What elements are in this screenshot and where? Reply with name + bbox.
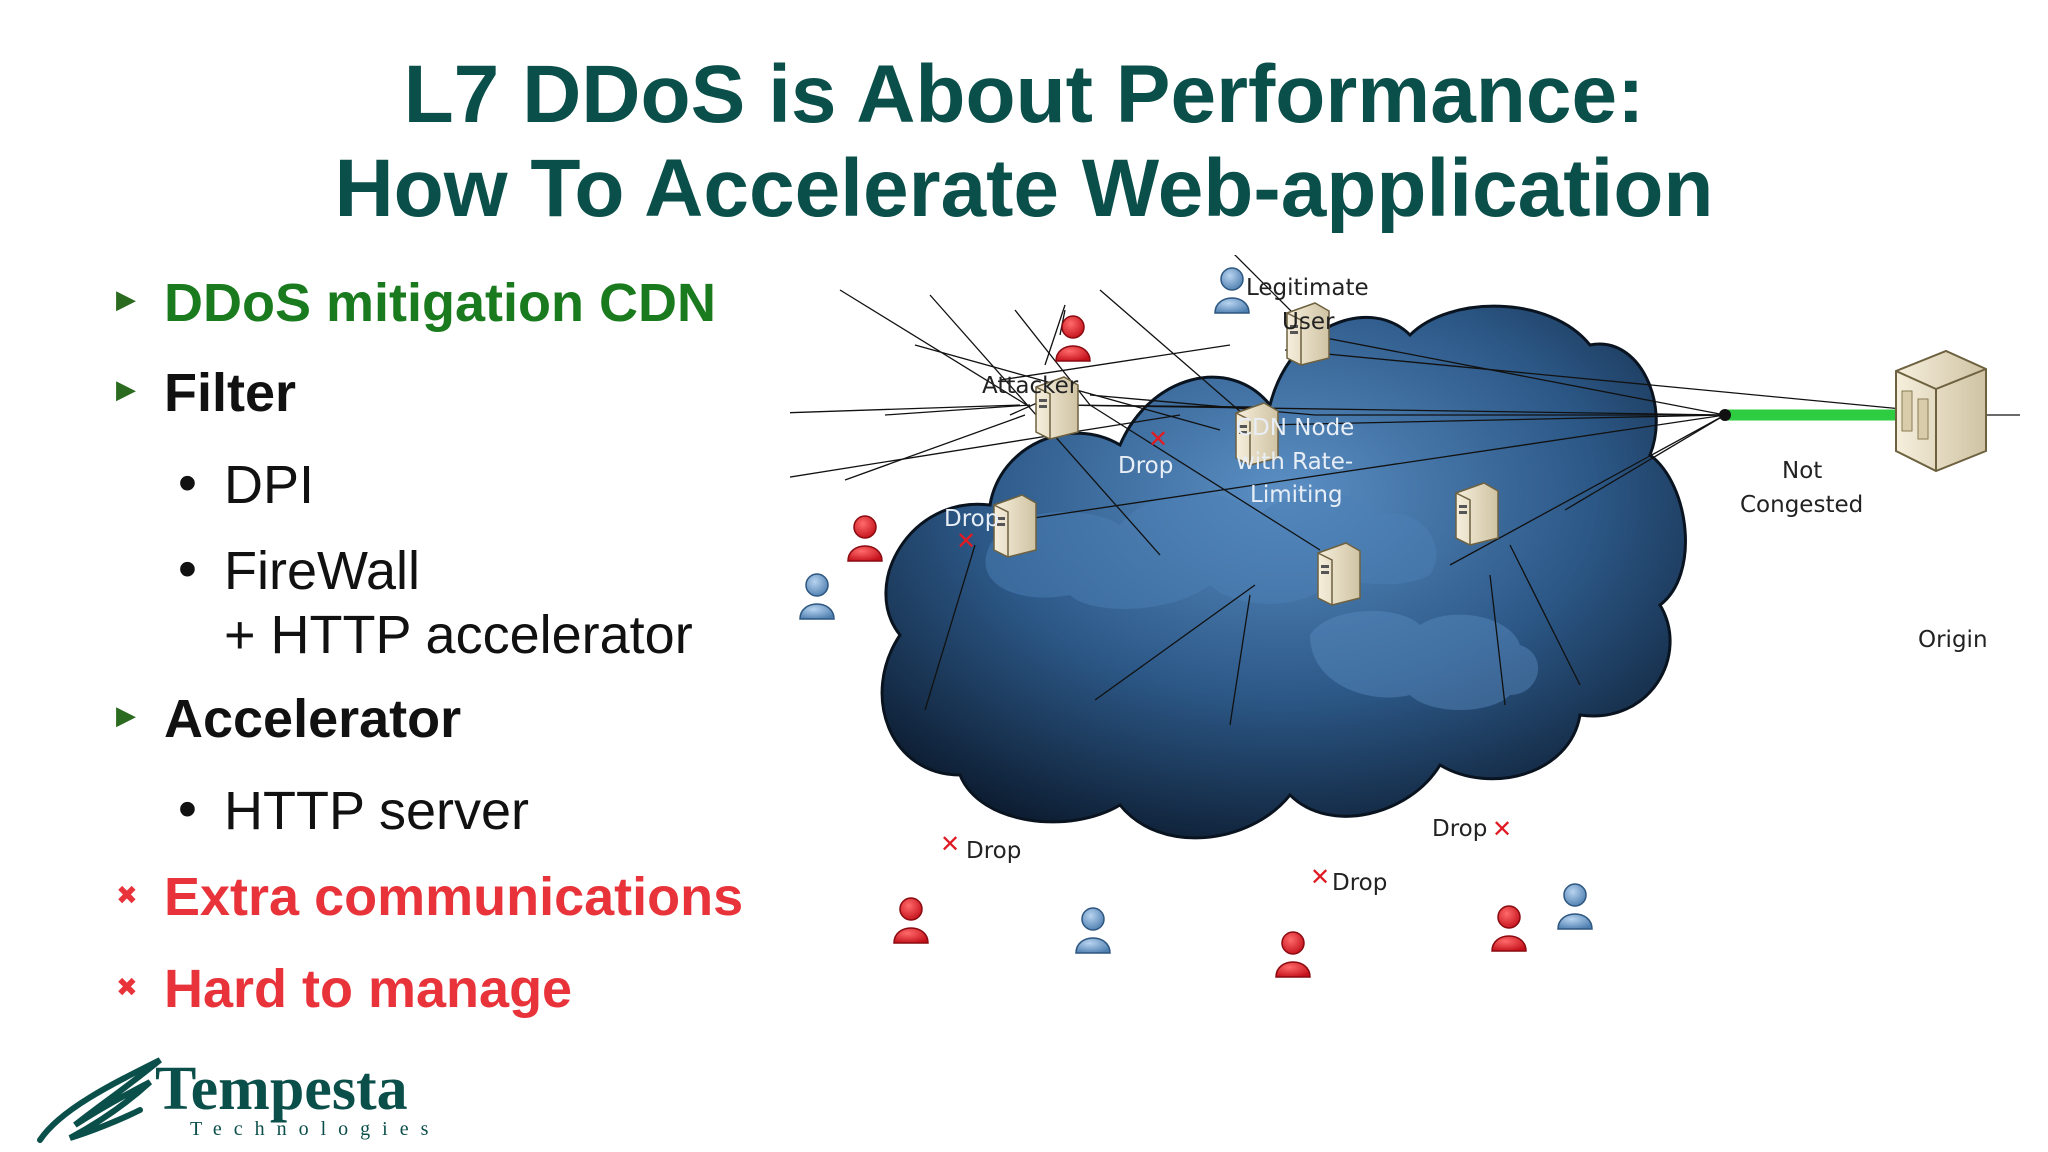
- cross-bullet-icon: ✖: [116, 880, 138, 910]
- label-drop: Drop: [966, 838, 1021, 864]
- user-icon: [799, 573, 835, 620]
- label-cdn-node-3: Limiting: [1250, 482, 1343, 508]
- drop-x-icon: ✕: [940, 830, 960, 858]
- bullet-hard-to-manage: Hard to manage: [164, 959, 573, 1019]
- attacker-icon: [1275, 931, 1311, 978]
- drop-x-icon: ✕: [1148, 425, 1168, 453]
- title-line-1: L7 DDoS is About Performance:: [403, 49, 1645, 140]
- origin-server-icon: [1895, 349, 1987, 473]
- cdn-node-server-icon: [993, 494, 1037, 558]
- label-legitimate-user: Legitimate: [1246, 275, 1369, 301]
- dot-bullet-icon: •: [178, 453, 197, 513]
- title-line-2: How To Accelerate Web-application: [334, 143, 1714, 234]
- cross-bullet-icon: ✖: [116, 972, 138, 1002]
- bullet-firewall: FireWall: [224, 541, 420, 601]
- attacker-icon: [1055, 315, 1091, 362]
- triangle-bullet-icon: ▶: [116, 284, 136, 314]
- triangle-bullet-icon: ▶: [116, 700, 136, 730]
- bullet-accelerator: Accelerator: [164, 689, 462, 749]
- cdn-network-diagram: ✕ ✕ ✕ ✕ ✕ Legitimate User Attacker Drop …: [790, 255, 2020, 978]
- server-to-hub-lines: [844, 255, 1726, 726]
- cdn-node-server-icon: [1035, 376, 1079, 440]
- label-congested: Congested: [1740, 492, 1863, 518]
- logo-subtitle: Technologies: [190, 1118, 441, 1140]
- bullet-extra-communications: Extra communications: [164, 867, 744, 927]
- triangle-bullet-icon: ▶: [116, 374, 136, 404]
- attacker-icon: [893, 897, 929, 944]
- dot-bullet-icon: •: [178, 539, 197, 599]
- attacker-icon: [847, 515, 883, 562]
- legitimate-user-icon: [1214, 267, 1250, 314]
- bullet-http-accelerator: + HTTP accelerator: [224, 605, 693, 665]
- user-icon: [1075, 907, 1111, 954]
- label-drop: Drop: [1432, 816, 1487, 842]
- bullet-filter: Filter: [164, 363, 297, 423]
- drop-x-icon: ✕: [956, 527, 976, 555]
- label-origin: Origin: [1918, 627, 1988, 653]
- bullet-http-server: HTTP server: [224, 781, 530, 841]
- slide-title: L7 DDoS is About Performance: How To Acc…: [0, 48, 2048, 236]
- cdn-node-server-icon: [1455, 482, 1499, 546]
- attacker-icon: [1491, 905, 1527, 952]
- label-drop: Drop: [1332, 870, 1387, 896]
- cdn-node-server-icon: [1317, 542, 1361, 606]
- bullet-ddos-mitigation-cdn: DDoS mitigation CDN: [164, 273, 716, 333]
- label-attacker: Attacker: [982, 373, 1079, 399]
- logo-name: Tempesta: [155, 1055, 408, 1123]
- label-drop: Drop: [1118, 453, 1173, 479]
- cdn-node-server-icon: [1235, 402, 1279, 466]
- label-not: Not: [1782, 458, 1822, 484]
- label-cdn-node: CDN Node: [1236, 415, 1354, 441]
- bullet-dpi: DPI: [224, 455, 315, 515]
- cdn-node-server-icon: [1286, 302, 1330, 366]
- label-cdn-node-2: with Rate-: [1236, 449, 1353, 475]
- user-icon: [1557, 883, 1593, 930]
- drop-x-icon: ✕: [1492, 815, 1512, 843]
- dot-bullet-icon: •: [178, 779, 197, 839]
- label-legitimate-user-2: User: [1282, 309, 1335, 335]
- hub-point: [1719, 409, 1731, 421]
- tempesta-logo-icon: [37, 1057, 162, 1143]
- drop-x-icon: ✕: [1310, 863, 1330, 891]
- label-drop: Drop: [944, 506, 999, 532]
